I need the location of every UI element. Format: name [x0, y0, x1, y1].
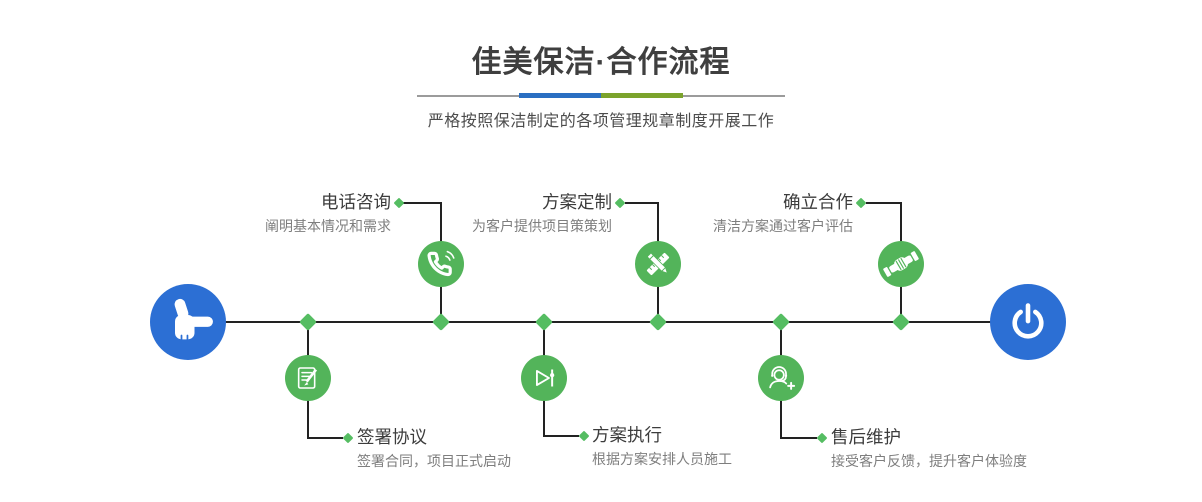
step-title: 电话咨询 — [321, 192, 391, 212]
step-desc: 接受客户反馈，提升客户体验度 — [831, 453, 1027, 469]
step-desc: 清洁方案通过客户评估 — [713, 218, 853, 234]
step-title: 方案定制 — [542, 192, 612, 212]
step-title: 方案执行 — [592, 425, 662, 445]
step-label-execute: 方案执行 根据方案安排人员施工 — [592, 425, 732, 468]
end-node — [990, 284, 1066, 360]
step-label-plan: 方案定制 为客户提供项目策策划 — [472, 192, 612, 235]
title-divider — [417, 93, 785, 98]
step-label-aftersale: 售后维护 接受客户反馈，提升客户体验度 — [831, 427, 1027, 470]
step-label-phone: 电话咨询 阐明基本情况和需求 — [265, 192, 391, 235]
step-node-phone — [418, 241, 464, 287]
start-node — [150, 284, 226, 360]
step-label-cooperate: 确立合作 清洁方案通过客户评估 — [713, 192, 853, 235]
step-node-sign — [285, 355, 331, 401]
step-node-handshake — [878, 241, 924, 287]
page-subtitle: 严格按照保洁制定的各项管理规章制度开展工作 — [427, 113, 775, 130]
handshake-icon — [883, 251, 919, 277]
pen-icon — [646, 252, 670, 276]
step-desc: 为客户提供项目策策划 — [472, 218, 612, 234]
step-title: 签署协议 — [357, 427, 427, 447]
step-desc: 签署合同，项目正式启动 — [357, 453, 511, 469]
power-icon — [1012, 303, 1044, 339]
headset-icon — [769, 366, 796, 390]
step-node-headset — [758, 355, 804, 401]
step-title: 售后维护 — [831, 427, 901, 447]
step-label-sign: 签署协议 签署合同，项目正式启动 — [357, 427, 511, 470]
phone-icon — [427, 250, 455, 277]
step-desc: 阐明基本情况和需求 — [265, 218, 391, 234]
step-node-play — [521, 355, 567, 401]
hand-pointer-icon — [174, 298, 213, 341]
step-title: 确立合作 — [783, 192, 853, 212]
step-desc: 根据方案安排人员施工 — [592, 451, 732, 467]
sign-icon — [297, 367, 318, 389]
step-node-pen — [635, 241, 681, 287]
play-icon — [535, 369, 555, 387]
page-title: 佳美保洁·合作流程 — [471, 46, 731, 79]
